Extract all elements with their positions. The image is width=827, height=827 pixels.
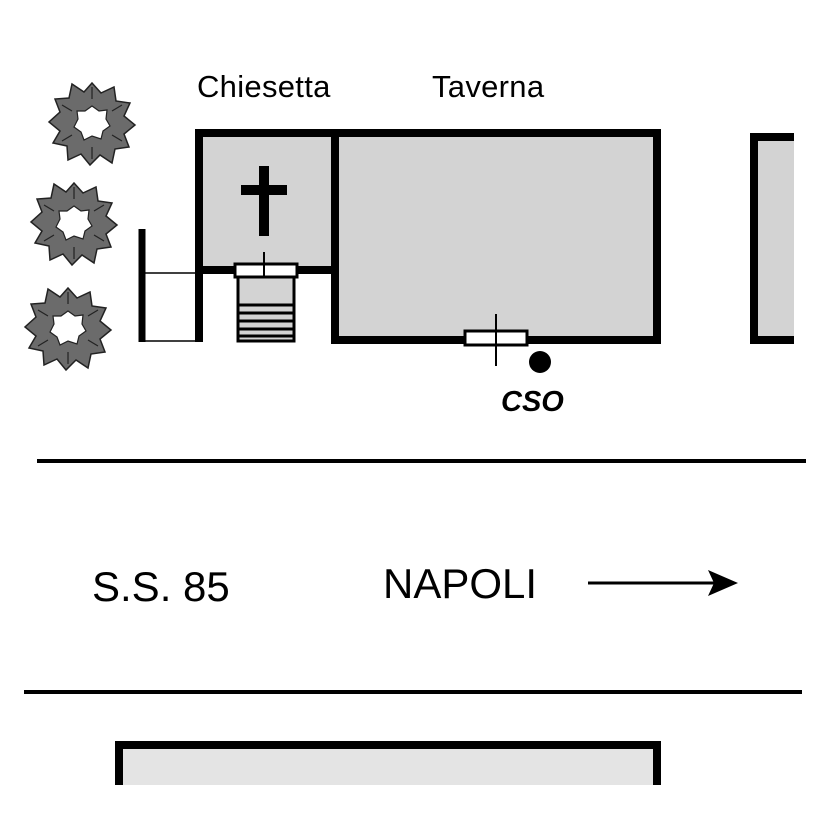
arrow-right-icon <box>588 570 738 596</box>
dot-icon <box>529 351 551 373</box>
cso-label: CSO <box>501 386 564 418</box>
tavern-label: Taverna <box>432 69 545 104</box>
tree-icon <box>48 82 136 166</box>
tree-icon <box>24 287 112 371</box>
chapel-label: Chiesetta <box>197 69 331 104</box>
lower-building <box>115 741 661 785</box>
chapel-stairs <box>236 275 296 343</box>
right-building <box>750 133 794 344</box>
road-label: S.S. 85 <box>92 563 230 610</box>
tavern-building <box>331 129 661 344</box>
cross-icon <box>241 166 287 236</box>
chapel-door <box>233 262 299 279</box>
gate <box>138 229 199 342</box>
direction-label: NAPOLI <box>383 560 537 607</box>
tree-icon <box>30 182 118 266</box>
